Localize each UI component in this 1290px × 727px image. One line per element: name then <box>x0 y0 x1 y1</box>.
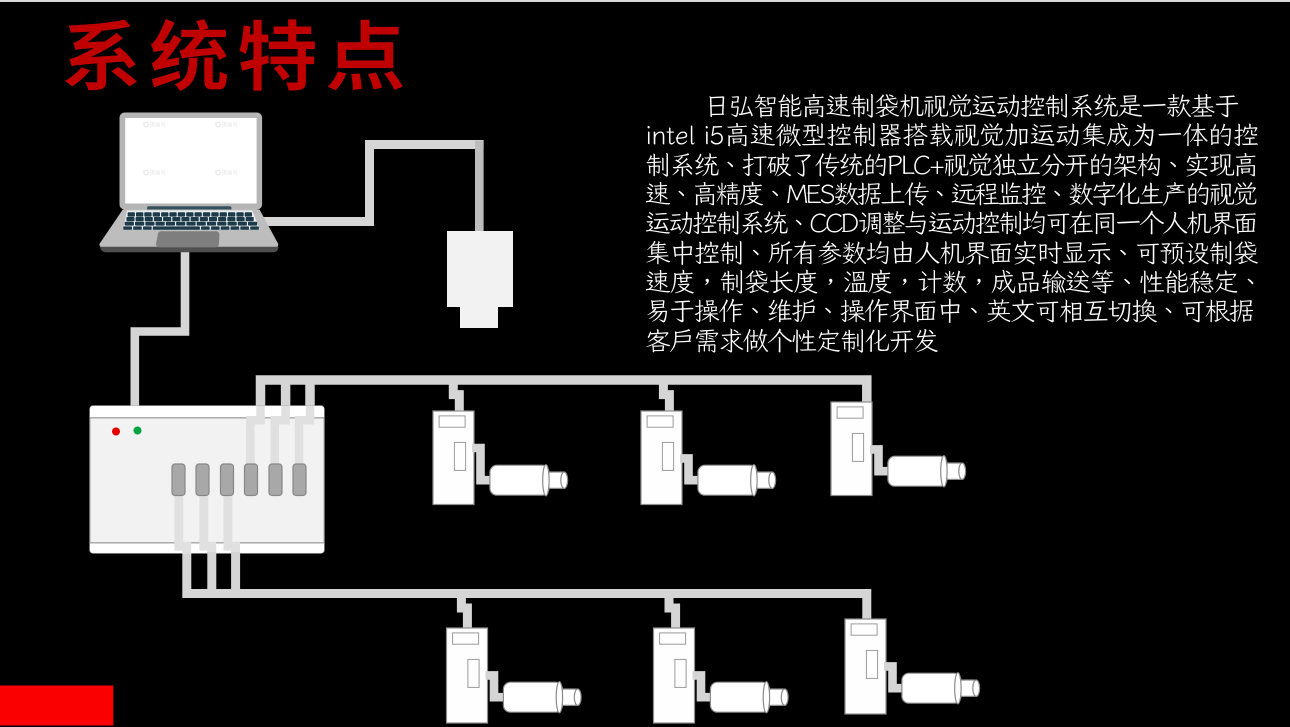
svg-text:摄图网: 摄图网 <box>222 121 239 129</box>
svg-text:摄图网: 摄图网 <box>150 169 167 177</box>
svg-text:摄图网: 摄图网 <box>222 169 239 177</box>
svg-text:摄图网: 摄图网 <box>150 121 167 129</box>
